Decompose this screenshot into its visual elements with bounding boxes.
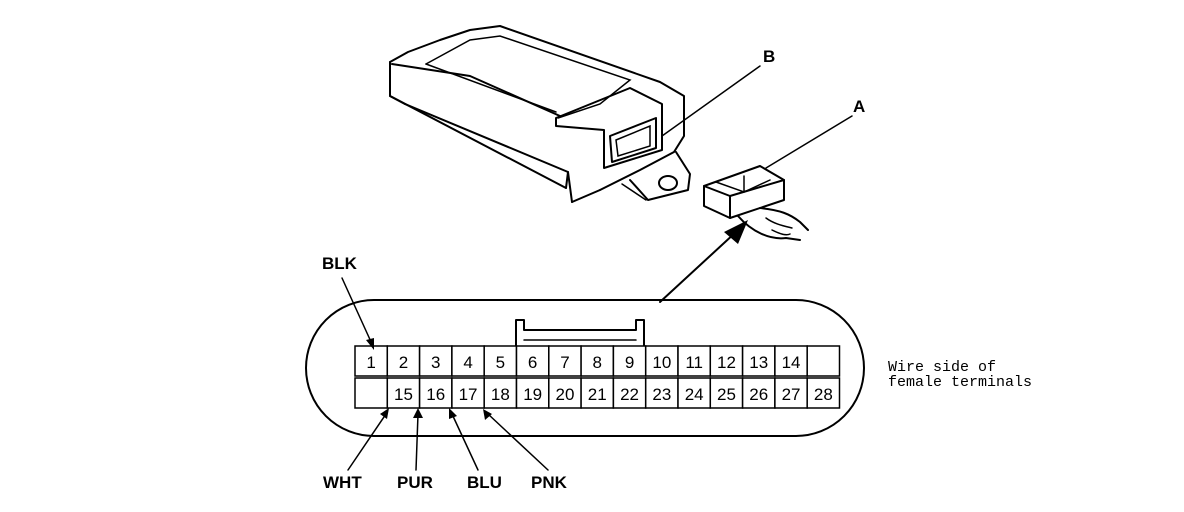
- terminal-10-box: [644, 345, 679, 377]
- leader-b: [661, 65, 761, 137]
- terminal-23: 23: [652, 385, 671, 404]
- terminal-23-box: [644, 377, 679, 409]
- terminal-22-box: [612, 377, 647, 409]
- terminal-25-box: [709, 377, 744, 409]
- terminal-11: 11: [685, 353, 703, 372]
- terminal-28-box: [806, 377, 841, 409]
- terminal-4-box: [451, 345, 485, 377]
- terminal-9: 9: [625, 353, 634, 372]
- terminal-27: 27: [782, 385, 801, 404]
- terminal-14: 14: [782, 353, 801, 372]
- wire-label-blk: BLK: [322, 254, 358, 273]
- terminal-16-box: [418, 377, 453, 409]
- terminal-1-box: [354, 345, 389, 377]
- wire-label-pur: PUR: [397, 473, 433, 492]
- terminal-26-box: [741, 377, 776, 409]
- terminal-10: 10: [652, 353, 671, 372]
- terminal-19-box: [515, 377, 550, 409]
- terminal-8: 8: [593, 353, 602, 372]
- terminal-5: 5: [496, 353, 505, 372]
- terminal-8-box: [580, 345, 615, 377]
- terminal-19: 19: [523, 385, 542, 404]
- terminal-14-box: [774, 345, 808, 377]
- terminal-21-box: [580, 377, 615, 409]
- terminal-18: 18: [491, 385, 510, 404]
- leader-a: [765, 115, 853, 169]
- terminal-6: 6: [528, 353, 537, 372]
- wire-label-blu: BLU: [467, 473, 502, 492]
- terminal-7: 7: [560, 353, 569, 372]
- terminal-15: 15: [394, 385, 413, 404]
- wire-leaders: [341, 277, 549, 471]
- terminal-12: 12: [717, 353, 736, 372]
- terminal-3-box: [418, 345, 453, 377]
- terminal-13: 13: [749, 353, 768, 372]
- terminal-15-box: [386, 377, 421, 409]
- view-arrow: [659, 220, 748, 303]
- terminal-1: 1: [366, 353, 375, 372]
- terminal-22: 22: [620, 385, 639, 404]
- terminal-3: 3: [431, 353, 440, 372]
- note-line-2: female terminals: [888, 374, 1032, 391]
- wire-label-pnk: PNK: [531, 473, 568, 492]
- control-unit: [389, 25, 691, 203]
- terminal-11-box: [677, 345, 712, 377]
- wire-label-wht: WHT: [323, 473, 362, 492]
- terminal-5-box: [483, 345, 518, 377]
- terminal-24: 24: [685, 385, 704, 404]
- note-line-1: Wire side of: [888, 359, 996, 376]
- terminal-4: 4: [463, 353, 472, 372]
- terminal-6-box: [515, 345, 550, 377]
- empty-cavity: [354, 377, 389, 409]
- terminal-25: 25: [717, 385, 736, 404]
- terminal-21: 21: [588, 385, 607, 404]
- label-a: A: [853, 97, 865, 116]
- terminal-26: 26: [749, 385, 768, 404]
- harness-connector-a: [703, 165, 809, 241]
- terminal-12-box: [709, 345, 744, 377]
- terminal-18-box: [483, 377, 518, 409]
- terminal-20: 20: [555, 385, 574, 404]
- terminal-17-box: [451, 377, 485, 409]
- terminal-2: 2: [399, 353, 408, 372]
- terminal-13-box: [741, 345, 776, 377]
- empty-cavity: [806, 345, 841, 377]
- terminal-2-box: [386, 345, 421, 377]
- terminal-28: 28: [814, 385, 833, 404]
- terminal-16: 16: [426, 385, 445, 404]
- terminal-17: 17: [459, 385, 478, 404]
- label-b: B: [763, 47, 775, 66]
